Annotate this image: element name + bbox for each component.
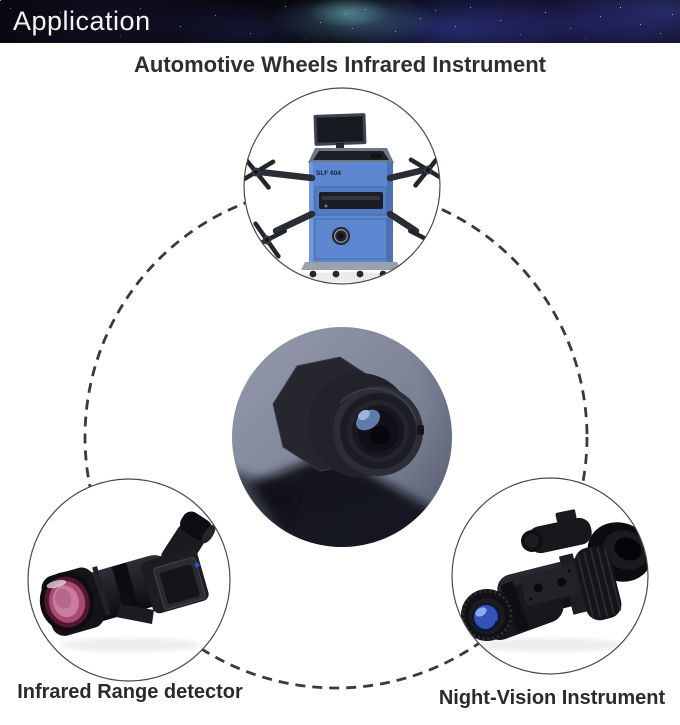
machine-camera-arms: [244, 152, 440, 259]
nv-battery-housing: [521, 509, 592, 554]
machine-monitor: [313, 113, 367, 146]
scope-objective-lens: [39, 572, 95, 632]
nv-objective-lens: [461, 589, 513, 641]
bottom-left-circle-outline: [27, 478, 231, 682]
night-vision-monocular-photo: [461, 509, 648, 652]
machine-model-label: SLF 604: [316, 170, 341, 177]
machine-cabinet: SLF 604: [301, 162, 401, 278]
bottom-right-circle-label: Night-Vision Instrument: [438, 687, 666, 709]
nv-side-plate: [519, 564, 581, 606]
scope-mount-foot: [116, 604, 154, 624]
banner-title: Application: [13, 5, 151, 36]
spotting-scope-photo: [39, 511, 216, 652]
star-field: [0, 0, 1, 1]
nv-eyecup: [587, 522, 648, 582]
top-circle-label: Automotive Wheels Infrared Instrument: [134, 52, 546, 77]
scope-eyepiece: [180, 511, 216, 544]
scope-brand-logo: [194, 562, 200, 568]
bottom-left-circle-label: Infrared Range detector: [17, 681, 243, 703]
wheel-alignment-machine-photo: SLF 604: [244, 113, 440, 282]
infrared-lens-photo: [232, 327, 452, 547]
bottom-right-circle-outline: [451, 477, 649, 675]
application-banner: Application: [0, 0, 680, 43]
top-circle-outline: [243, 87, 441, 285]
